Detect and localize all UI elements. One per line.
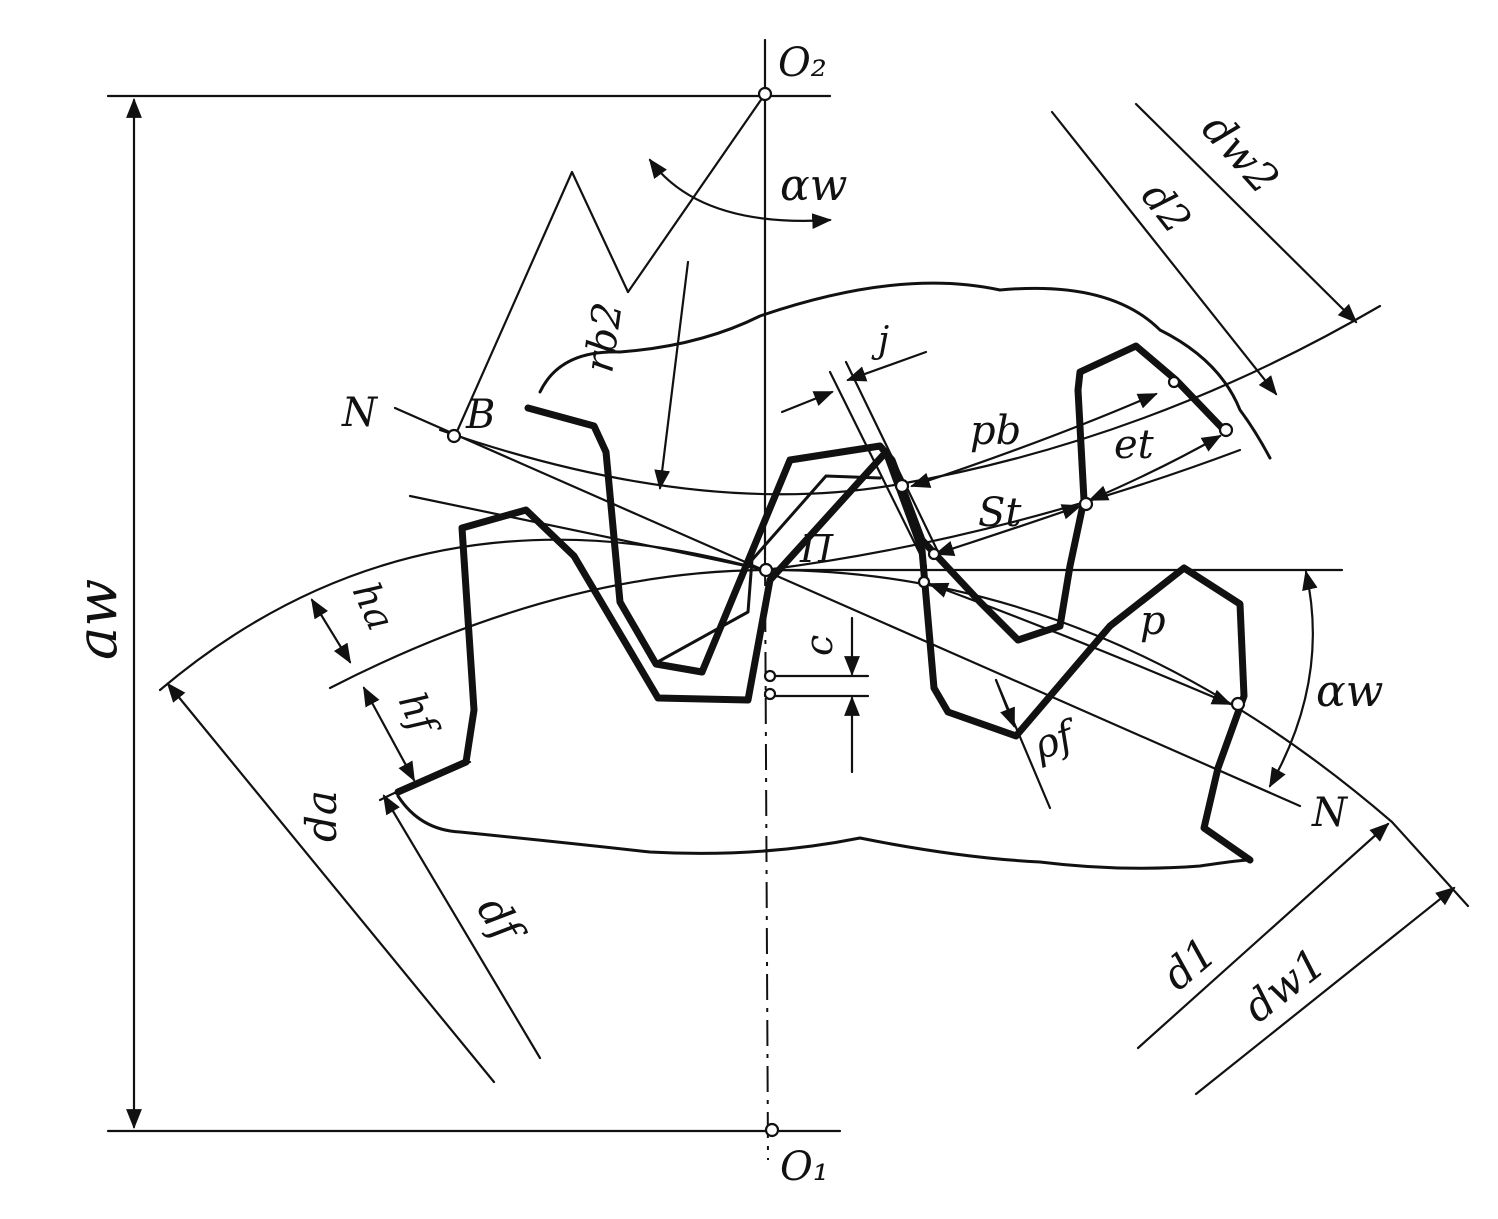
d2-dimension-line: [1050, 110, 1278, 396]
point-c-bottom: [763, 687, 777, 701]
point-pi: [758, 562, 774, 578]
label-da: da: [297, 790, 346, 842]
label-rho-f: ρf: [1027, 711, 1086, 770]
line-of-action: [393, 406, 1302, 808]
point-st: [1078, 496, 1094, 512]
point-contact-3: [917, 575, 931, 589]
label-rb2: rb2: [576, 299, 631, 375]
point-pb: [1167, 375, 1181, 389]
rho-f-arrow: [994, 678, 1016, 728]
j-arrow-left: [780, 390, 834, 414]
label-d2: d2: [1132, 174, 1200, 243]
dw1-dimension-line: [1194, 886, 1456, 1096]
df-dimension-line: [382, 794, 542, 1060]
label-n-right: N: [1311, 790, 1349, 836]
dw2-dimension-line: [1134, 102, 1358, 324]
label-ha: ha: [344, 576, 403, 637]
d1-dimension-line: [1136, 822, 1390, 1050]
alpha-w-top-arc: [648, 158, 832, 229]
label-j: j: [871, 320, 889, 361]
label-n-left: N: [341, 390, 379, 436]
label-dw2: dw2: [1193, 104, 1289, 203]
label-b: B: [465, 392, 495, 438]
alpha-w-right-arc: [1268, 570, 1318, 788]
label-dw1: dw1: [1234, 938, 1335, 1032]
point-p: [1230, 696, 1246, 712]
point-contact-1: [894, 478, 910, 494]
label-df: df: [468, 887, 535, 954]
point-b: [446, 428, 462, 444]
pitch-circle-1: [328, 568, 1470, 908]
gear2-teeth-profile: [524, 342, 1228, 676]
label-aw: aw: [65, 579, 130, 660]
label-hf: hf: [390, 686, 448, 745]
j-line-2: [844, 360, 942, 558]
point-et: [1218, 422, 1234, 438]
label-alpha-w-right: αw: [1316, 666, 1383, 717]
gear2-break-outline: [538, 281, 1272, 460]
o2-to-b-line: [626, 92, 767, 294]
da-dimension-line: [166, 682, 496, 1084]
point-c-top: [763, 669, 777, 683]
label-alpha-w-top: αw: [780, 160, 847, 211]
et-arc: [1088, 434, 1222, 502]
label-o2: O₂: [778, 40, 827, 86]
center-line-dashed: [764, 559, 769, 1161]
label-st: St: [978, 490, 1022, 536]
label-pb: pb: [970, 408, 1021, 454]
label-d1: d1: [1153, 928, 1226, 1000]
gear1-break-outline: [396, 794, 1252, 870]
rb2-arrow: [654, 260, 690, 490]
hf-arrow: [362, 686, 416, 782]
j-arrow-right: [846, 350, 928, 382]
j-line-1: [828, 370, 928, 568]
pb-arc: [910, 392, 1158, 488]
p-arc: [928, 582, 1232, 706]
label-p: p: [1140, 598, 1166, 644]
point-o2: [757, 86, 773, 102]
gear1-teeth-profile: [394, 448, 1254, 864]
point-o1: [764, 1122, 780, 1138]
label-o1: O₁: [780, 1144, 829, 1190]
ha-arrow: [310, 598, 352, 664]
st-arc: [934, 504, 1082, 557]
break-zigzag: [453, 170, 630, 438]
gear2-inner-flank: [652, 474, 882, 666]
label-et: et: [1114, 422, 1155, 468]
point-contact-2: [927, 547, 941, 561]
label-pi: П: [799, 527, 834, 571]
label-c: c: [797, 635, 841, 656]
tangent-line: [408, 494, 767, 572]
